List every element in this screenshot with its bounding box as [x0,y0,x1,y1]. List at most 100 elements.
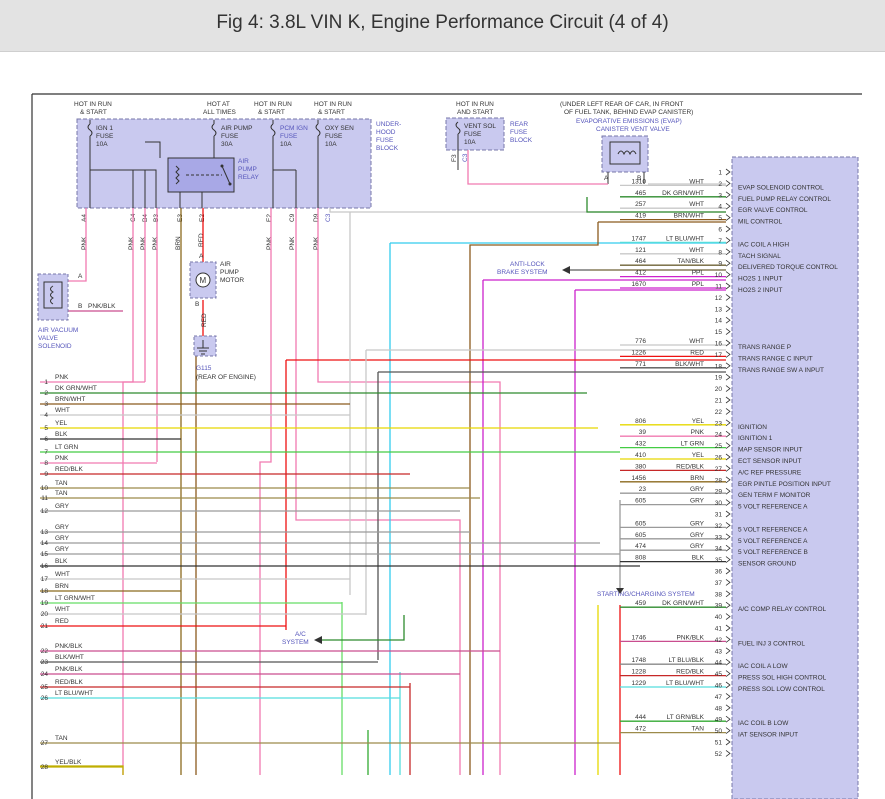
fuse-oxysen-l2: FUSE [325,133,343,140]
diagram-frame [31,93,862,799]
fuse-airpump-l1: AIR PUMP [221,125,252,132]
pcm-pin-terminal [725,408,731,415]
figure-title: Fig 4: 3.8L VIN K, Engine Performance Ci… [216,12,669,33]
pcm-pin-terminal [725,601,731,609]
pcm-pin-color: GRY [690,498,705,505]
pcm-pin-terminal [725,237,731,244]
pcm-pin-number: 30 [715,500,723,507]
pcm-pin-terminal [725,590,731,598]
pcm-pin-number: 1 [718,170,722,177]
left-pin-number: 21 [41,623,49,630]
pcm-pin: 31 [715,510,731,519]
fuse-airpump-l3: 30A [221,141,233,148]
pcm-pin-number: 18 [715,363,723,370]
pcm-pin-circuit: 1226 [632,349,647,356]
wire-underhood-c4 [122,208,134,775]
evap-vent-valve: (UNDER LEFT REAR OF CAR, IN FRONT OF FUE… [560,101,693,184]
pcm-pin-terminal [725,636,731,643]
pcm-pin-circuit: 419 [635,213,646,220]
pcm-pin: 48 [715,704,731,712]
terminal-a4: A4 [81,214,88,222]
pcm-pin-terminal [725,658,731,666]
pcm-pin-function: ECT SENSOR INPUT [738,458,801,465]
terminal-c9: C9 [289,213,296,222]
pcm-pin-number: 23 [715,420,723,427]
pcm-pin-circuit: 432 [635,441,646,448]
pcm-pin-function: IAC COIL A HIGH [738,241,789,248]
fuse-oxysen-l3: 10A [325,141,337,148]
pcm-pin-terminal [725,305,731,313]
pcm-pin-color: YEL [692,418,705,425]
pcm-pin-color: PNK [691,429,705,436]
pcm-pin-number: 11 [715,284,722,291]
left-pin-color: GRY [55,524,70,531]
rear-header-1: HOT IN RUN [456,101,494,108]
pcm-pin-function: TRANS RANGE P [738,344,791,351]
block-label-1: UNDER- [376,121,401,128]
pcm-pin-circuit: 39 [639,429,647,436]
pcm-pin-circuit: 23 [639,486,647,493]
pcm-pin-number: 17 [715,352,723,359]
rear-fuse-l3: 10A [464,139,476,146]
pcm-pin-number: 16 [715,341,723,348]
left-pin-color: BRN [55,583,69,590]
pcm-pin-number: 41 [715,626,723,633]
left-pin-number: 10 [41,485,49,492]
header-1-line1: HOT IN RUN [74,101,112,108]
evap-pin-b: B [637,175,641,182]
pcm-pin-function: FUEL PUMP RELAY CONTROL [738,196,831,203]
pcm-pin-number: 52 [715,751,723,758]
left-pin-color: DK GRN/WHT [55,385,97,392]
pcm-pin-color: YEL [692,452,705,459]
wire-e2: RED [198,233,205,247]
rear-header-2: AND START [457,109,493,116]
left-pin-color: LT GRN/WHT [55,595,95,602]
pcm-pin-number: 34 [715,546,723,553]
pcm-pin-color: LT BLU/WHT [666,235,704,242]
pcm-pin-function: IAC COIL A LOW [738,663,788,670]
pcm-pin-circuit: 472 [635,726,646,733]
pcm-pin-terminal [725,328,731,335]
pcm-pin-color: BLK/WHT [675,361,704,368]
pcm-pin-circuit: 380 [635,463,646,470]
pcm-pin-number: 7 [718,238,722,245]
pcm-pin-number: 10 [715,272,723,279]
motor-wire-b: RED [201,313,208,327]
vacuum-pin-b: B [78,303,82,310]
pcm-pin-color: GRY [690,486,705,493]
left-connector-pin: 10 TAN [41,480,68,492]
wire-b4: PNK [140,236,147,250]
left-pin-number: 27 [41,740,49,747]
pcm-pin-terminal [725,373,731,381]
pcm-pin-function: MIL CONTROL [738,219,783,226]
pcm-pin-number: 49 [715,717,723,724]
left-pin-number: 5 [44,425,48,432]
pcm-pin-function: HO2S 1 INPUT [738,276,782,283]
vacuum-label-1: AIR VACUUM [38,327,78,334]
pcm-pin-terminal [725,465,731,472]
left-pin-number: 2 [44,390,48,397]
relay-label-1: AIR [238,158,249,165]
left-pin-number: 8 [44,460,48,467]
terminal-e2b: E2 [266,214,273,222]
left-pin-color: LT GRN [55,444,79,451]
left-pin-number: 28 [41,764,49,771]
left-connector-pin: 7LT GRN [44,444,78,456]
left-pin-color: TAN [55,480,68,487]
pcm-pin-terminal [725,442,731,449]
fuse-ign1-l3: 10A [96,141,108,148]
left-pin-color: RED/BLK [55,466,83,473]
pcm-pin-terminal [725,419,731,427]
rear-block-label-2: FUSE [510,129,528,136]
wire-b3: PNK [152,236,159,250]
pcm-pin-color: WHT [689,247,704,254]
pcm-pin-terminal [725,453,731,461]
left-connector-pin: 2 DK GRN/WHT [44,385,97,397]
pcm-pin-number: 42 [715,637,723,644]
